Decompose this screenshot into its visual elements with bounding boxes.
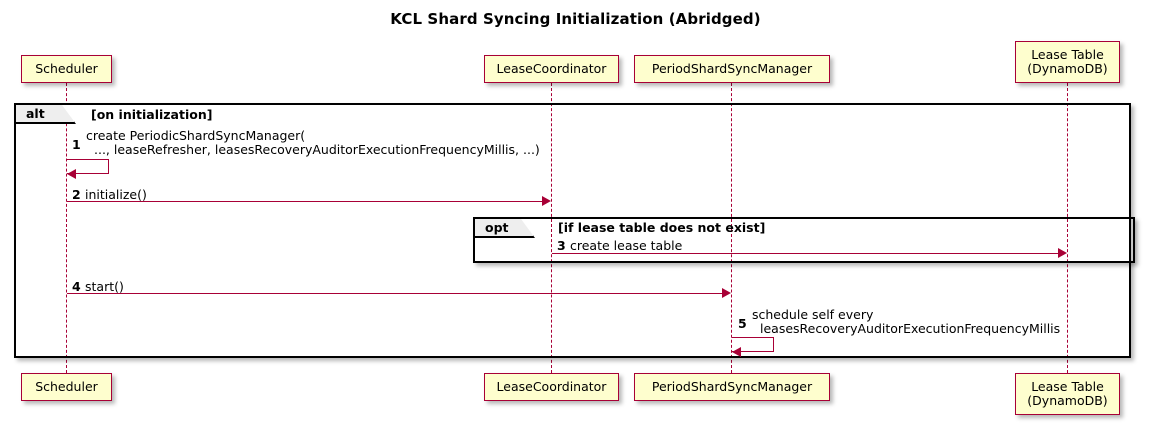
lifeline-leasecoordinator [551, 83, 552, 373]
message-1-label-line2: ..., leaseRefresher, leasesRecoveryAudit… [94, 142, 540, 157]
participant-label: LeaseCoordinator [496, 379, 607, 394]
participant-label: PeriodShardSyncManager [651, 379, 813, 394]
message-2-label: initialize() [85, 187, 147, 202]
participant-leasetable-top[interactable]: Lease Table (DynamoDB) [1015, 41, 1120, 83]
message-1-label-line1: create PeriodicShardSyncManager( [86, 128, 306, 143]
participant-label-line1: Lease Table [1031, 47, 1104, 62]
participant-periodshardsyncmanager-bottom[interactable]: PeriodShardSyncManager [634, 373, 830, 401]
participant-label-line1: Lease Table [1031, 379, 1104, 394]
participant-label: LeaseCoordinator [496, 61, 607, 76]
frame-corner-fold [521, 219, 535, 238]
message-2-line [67, 201, 544, 202]
frame-corner-fold [62, 105, 76, 124]
participant-periodshardsyncmanager-top[interactable]: PeriodShardSyncManager [634, 55, 830, 83]
message-5-label-line2: leasesRecoveryAuditorExecutionFrequencyM… [760, 321, 1061, 336]
frame-opt-label-text: opt [485, 220, 509, 235]
message-2-number: 2 [72, 187, 81, 202]
page-title: KCL Shard Syncing Initialization (Abridg… [390, 10, 761, 28]
lifeline-scheduler [66, 83, 67, 373]
message-3-label: create lease table [570, 238, 683, 253]
message-3-arrowhead [1058, 248, 1067, 258]
participant-label: Scheduler [35, 379, 98, 394]
message-4-label: start() [85, 279, 124, 294]
participant-label-line2: (DynamoDB) [1027, 61, 1108, 76]
message-1-arrowhead [67, 169, 76, 179]
message-5-arrowhead [732, 347, 741, 357]
message-4-line [67, 293, 724, 294]
participant-scheduler-bottom[interactable]: Scheduler [21, 373, 112, 401]
frame-opt [473, 217, 1135, 263]
message-5-number: 5 [738, 316, 747, 331]
participant-leasecoordinator-bottom[interactable]: LeaseCoordinator [484, 373, 619, 401]
frame-alt [14, 103, 1131, 358]
participant-label: PeriodShardSyncManager [651, 61, 813, 76]
frame-opt-condition: [if lease table does not exist] [558, 220, 766, 235]
participant-scheduler-top[interactable]: Scheduler [21, 55, 112, 83]
lifeline-periodshardsyncmanager [731, 83, 732, 373]
message-5-label-line1: schedule self every [752, 307, 874, 322]
frame-opt-label: opt [475, 219, 535, 238]
message-1-number: 1 [72, 137, 81, 152]
message-1-self-loop [67, 159, 109, 174]
message-3-number: 3 [557, 238, 566, 253]
message-4-arrowhead [722, 288, 731, 298]
message-3-line [552, 253, 1060, 254]
message-5-self-loop [732, 337, 774, 352]
participant-leasecoordinator-top[interactable]: LeaseCoordinator [484, 55, 619, 83]
lifeline-leasetable [1067, 83, 1068, 373]
message-2-arrowhead [542, 196, 551, 206]
participant-label: Scheduler [35, 61, 98, 76]
participant-label-line2: (DynamoDB) [1027, 393, 1108, 408]
participant-leasetable-bottom[interactable]: Lease Table (DynamoDB) [1015, 373, 1120, 415]
frame-alt-label-text: alt [26, 106, 45, 121]
frame-alt-label: alt [16, 105, 76, 124]
message-4-number: 4 [72, 279, 81, 294]
frame-alt-condition: [on initialization] [91, 107, 213, 122]
